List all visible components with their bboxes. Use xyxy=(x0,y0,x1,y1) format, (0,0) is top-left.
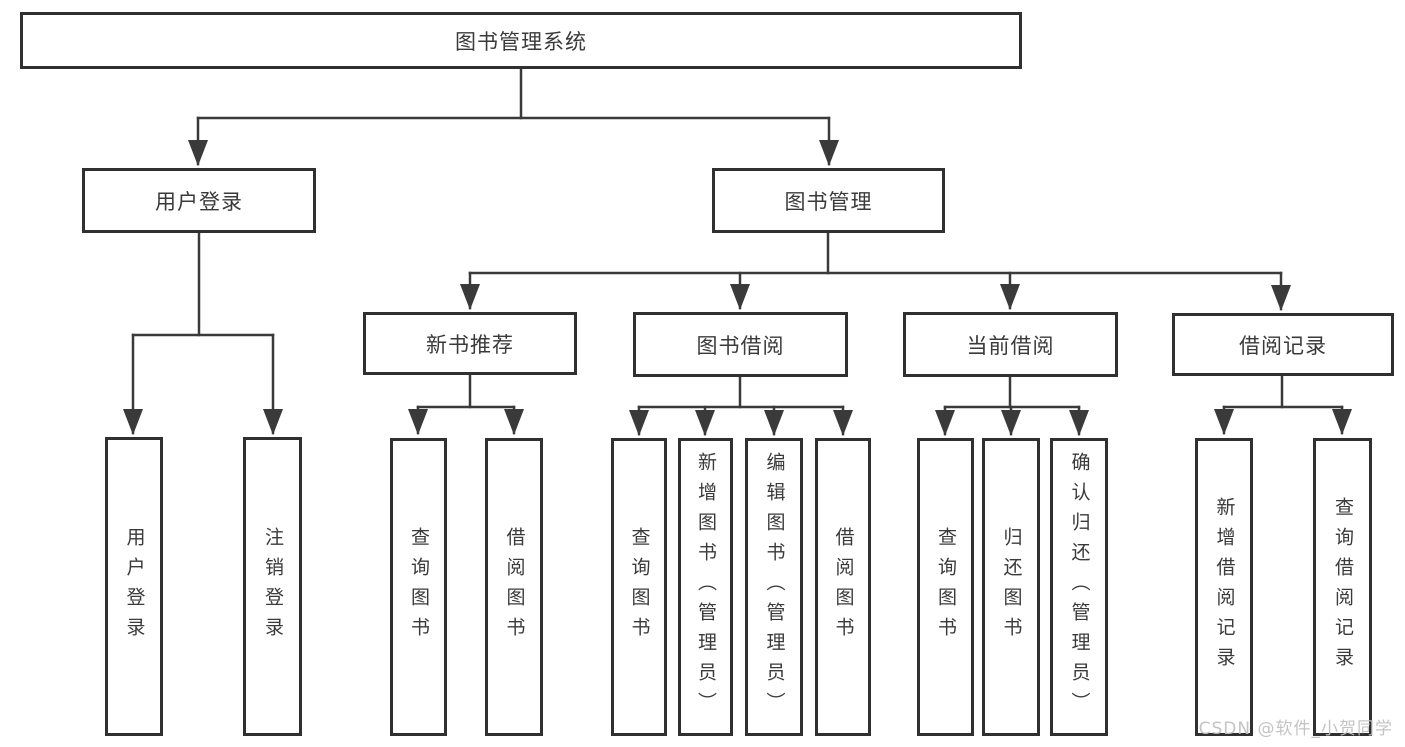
node-leaf-user-login: 用户登录 xyxy=(105,437,163,736)
node-leaf-query-borrow-record: 查询借阅记录 xyxy=(1313,438,1372,736)
watermark-text: CSDN @软件_小贺同学 xyxy=(1198,719,1393,739)
node-leaf-edit-book-admin: 编辑图书（管理员） xyxy=(745,438,803,736)
node-leaf-add-borrow-record: 新增借阅记录 xyxy=(1195,438,1253,736)
node-leaf-query-books-current: 查询图书 xyxy=(917,438,974,736)
node-root: 图书管理系统 xyxy=(20,12,1022,69)
node-user-login: 用户登录 xyxy=(82,168,316,233)
node-leaf-query-books-recommend: 查询图书 xyxy=(390,438,447,736)
node-leaf-borrow-books: 借阅图书 xyxy=(815,438,871,736)
node-book-borrow: 图书借阅 xyxy=(633,312,848,377)
node-leaf-query-books-borrow: 查询图书 xyxy=(611,438,667,736)
node-leaf-logout: 注销登录 xyxy=(243,437,302,736)
node-borrow-records: 借阅记录 xyxy=(1172,313,1394,376)
node-new-book-recommend: 新书推荐 xyxy=(363,312,577,375)
node-leaf-borrow-books-recommend: 借阅图书 xyxy=(485,438,543,736)
node-book-management: 图书管理 xyxy=(712,168,945,233)
node-leaf-add-book-admin: 新增图书（管理员） xyxy=(678,438,733,736)
node-current-borrow: 当前借阅 xyxy=(903,312,1118,377)
node-leaf-return-books: 归还图书 xyxy=(982,438,1040,736)
node-leaf-confirm-return-admin: 确认归还（管理员） xyxy=(1050,438,1108,736)
